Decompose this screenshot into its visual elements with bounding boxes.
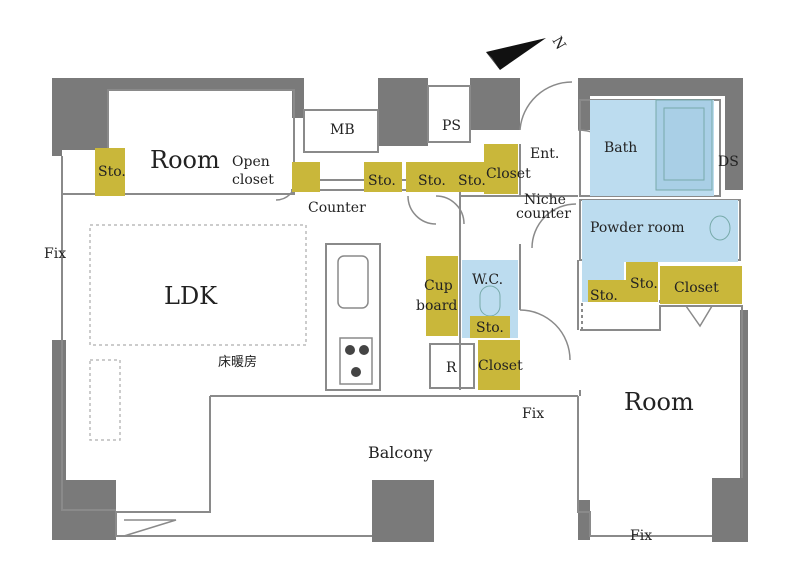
balcony-label: Balcony	[368, 443, 432, 462]
ds-label: DS	[718, 154, 739, 170]
sto-label-3: Sto.	[458, 173, 486, 189]
room-right-label: Room	[624, 388, 694, 416]
entrance-label: Ent.	[530, 146, 559, 162]
refrigerator-label: R	[446, 360, 457, 376]
floor-heating-label: 床暖房	[218, 354, 257, 370]
closet-entry-label: Closet	[486, 166, 531, 182]
burners	[345, 345, 369, 377]
sto-room-label: Sto.	[98, 164, 126, 180]
closet-room-label: Closet	[674, 280, 719, 296]
mb-label: MB	[330, 122, 355, 138]
kitchen-sink-icon	[337, 255, 369, 309]
counter-label: Counter	[308, 200, 366, 216]
interior-walls	[61, 85, 743, 537]
niche-label-2: counter	[516, 206, 571, 222]
wc-label: W.C.	[472, 272, 503, 288]
closet-r-label: Closet	[478, 358, 523, 374]
cupboard-label-1: Cup	[424, 278, 453, 294]
cupboard-label-2: board	[416, 298, 457, 314]
north-arrow-icon	[486, 38, 546, 70]
ps-label: PS	[442, 118, 461, 134]
room-top-label: Room	[150, 146, 220, 174]
powder-area	[582, 200, 738, 262]
storage-blocks	[95, 144, 742, 390]
stove-icon	[339, 337, 373, 385]
north-label: N	[549, 34, 569, 53]
sto-powder-label: Sto.	[590, 288, 618, 304]
open-closet-label-2: closet	[232, 172, 274, 188]
sto-label-1: Sto.	[368, 173, 396, 189]
bathtub-icon	[655, 99, 713, 191]
fix-bottom-label: Fix	[630, 528, 652, 544]
labels: Room Sto. Open closet MB PS Sto. Sto. St…	[44, 118, 739, 544]
compass: N	[486, 34, 569, 70]
sink-icon	[709, 215, 731, 241]
sto-powder-label-2: Sto.	[630, 276, 658, 292]
sto-label-2: Sto.	[418, 173, 446, 189]
niche-label-1: Niche	[524, 192, 566, 208]
sto-wc-label: Sto.	[476, 320, 504, 336]
ldk-label: LDK	[164, 282, 218, 310]
wet-areas	[462, 99, 738, 338]
powder-room-label: Powder room	[590, 220, 684, 236]
fix-balcony-label: Fix	[522, 406, 544, 422]
open-closet-label-1: Open	[232, 154, 270, 170]
fix-left-label: Fix	[44, 246, 66, 262]
bath-label: Bath	[604, 140, 637, 156]
kitchen-fixtures	[337, 255, 373, 385]
